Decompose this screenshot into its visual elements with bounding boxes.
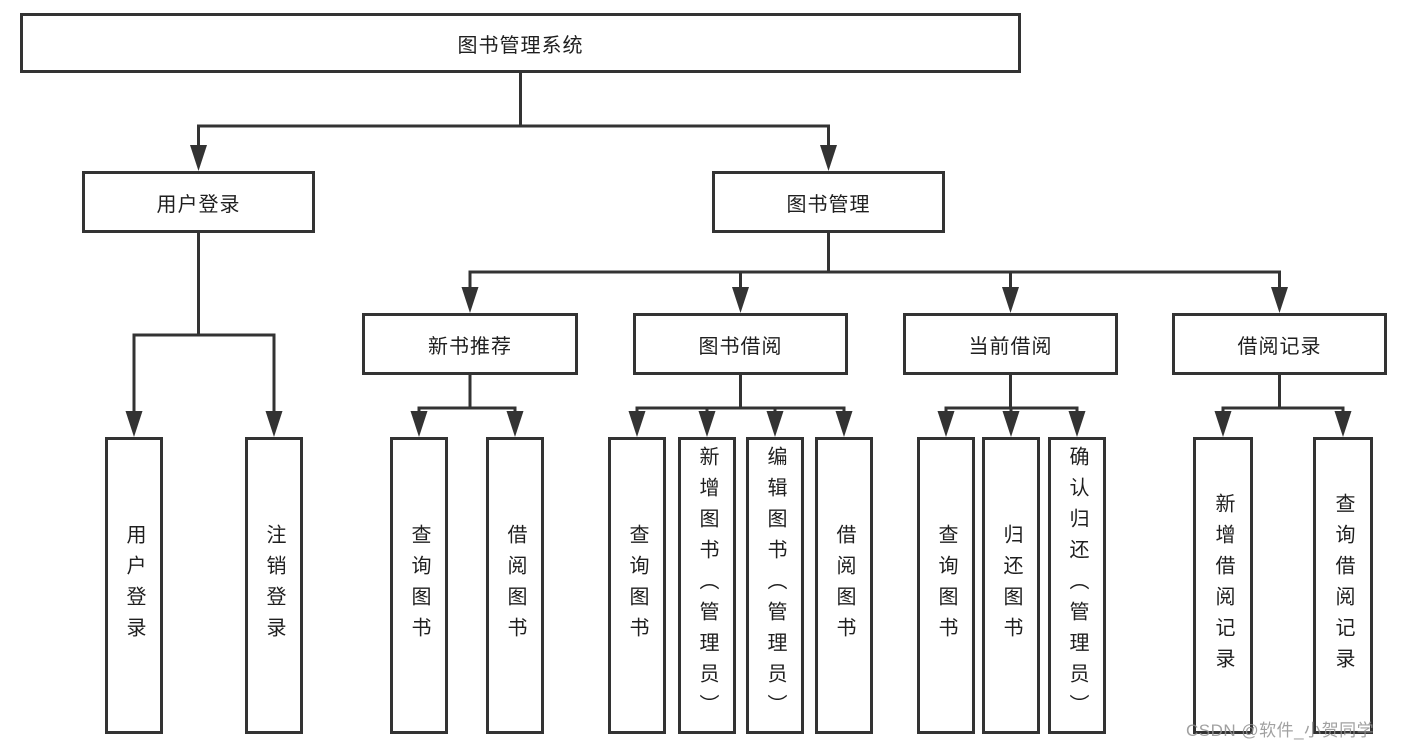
leaf-records-query: 查询借阅记录 <box>1313 437 1373 734</box>
arrowhead <box>937 411 955 437</box>
leaf-logout: 注销登录 <box>245 437 303 734</box>
arrowhead <box>410 411 428 437</box>
arrowhead <box>835 411 853 437</box>
arrowhead <box>732 287 749 313</box>
leaf-borrow-edit-admin: 编辑图书（管理员） <box>746 437 804 734</box>
arrowhead <box>766 411 784 437</box>
node-label: 用户登录 <box>156 193 241 216</box>
leaf-records-add: 新增借阅记录 <box>1193 437 1253 734</box>
arrowhead <box>1068 411 1086 437</box>
node-book-borrow: 图书借阅 <box>633 313 848 375</box>
connector-current-to-leaves <box>944 375 1079 423</box>
leaf-newbook-query: 查询图书 <box>390 437 448 734</box>
node-label: 查询图书 <box>935 523 957 648</box>
leaf-borrow-borrow: 借阅图书 <box>815 437 873 734</box>
node-label: 查询借阅记录 <box>1332 492 1354 679</box>
node-borrow-records: 借阅记录 <box>1172 313 1387 375</box>
arrowhead <box>628 411 646 437</box>
arrowhead <box>1002 287 1019 313</box>
arrowhead <box>125 411 143 437</box>
node-book-management: 图书管理 <box>712 171 945 233</box>
node-label: 注销登录 <box>263 523 285 648</box>
arrowhead <box>506 411 524 437</box>
arrowhead <box>1214 411 1232 437</box>
node-label: 归还图书 <box>1000 523 1022 648</box>
connector-userlogin-to-leaves <box>132 233 276 423</box>
node-label: 查询图书 <box>626 523 648 648</box>
node-system-root: 图书管理系统 <box>20 13 1021 73</box>
node-label: 编辑图书（管理员） <box>764 446 786 725</box>
node-label: 新增借阅记录 <box>1212 492 1234 679</box>
node-label: 当前借阅 <box>968 335 1053 358</box>
node-label: 新书推荐 <box>428 335 512 358</box>
leaf-current-query: 查询图书 <box>917 437 975 734</box>
node-label: 查询图书 <box>408 523 430 648</box>
arrowhead <box>820 145 837 171</box>
node-label: 图书管理系统 <box>457 34 584 57</box>
node-label: 借阅图书 <box>833 523 855 648</box>
node-label: 新增图书（管理员） <box>696 446 718 725</box>
node-user-login: 用户登录 <box>82 171 315 233</box>
leaf-current-confirm-admin: 确认归还（管理员） <box>1048 437 1106 734</box>
leaf-borrow-add-admin: 新增图书（管理员） <box>678 437 736 734</box>
node-label: 用户登录 <box>123 523 145 648</box>
node-label: 确认归还（管理员） <box>1066 446 1088 725</box>
arrowhead <box>190 145 207 171</box>
leaf-newbook-borrow: 借阅图书 <box>486 437 544 734</box>
arrowhead <box>1334 411 1352 437</box>
node-label: 图书借阅 <box>698 335 783 358</box>
connector-root-to-level2 <box>197 73 830 157</box>
arrowhead <box>265 411 283 437</box>
connector-bookmgmt-to-level3 <box>468 233 1281 299</box>
arrowhead <box>1271 287 1288 313</box>
connector-borrow-to-leaves <box>635 375 846 423</box>
node-label: 借阅记录 <box>1237 335 1322 358</box>
arrowhead <box>461 287 479 313</box>
arrowhead <box>698 411 716 437</box>
node-label: 借阅图书 <box>504 523 526 648</box>
leaf-borrow-query: 查询图书 <box>608 437 666 734</box>
leaf-user-login: 用户登录 <box>105 437 163 734</box>
node-current-borrow: 当前借阅 <box>903 313 1118 375</box>
node-new-book-recommend: 新书推荐 <box>362 313 578 375</box>
csdn-watermark: CSDN @软件_小贺同学 <box>1186 721 1375 740</box>
arrowhead <box>1002 411 1020 437</box>
node-label: 图书管理 <box>786 193 871 216</box>
connector-records-to-leaves <box>1221 375 1345 423</box>
leaf-current-return: 归还图书 <box>982 437 1040 734</box>
connector-newbook-to-leaves <box>417 375 517 423</box>
